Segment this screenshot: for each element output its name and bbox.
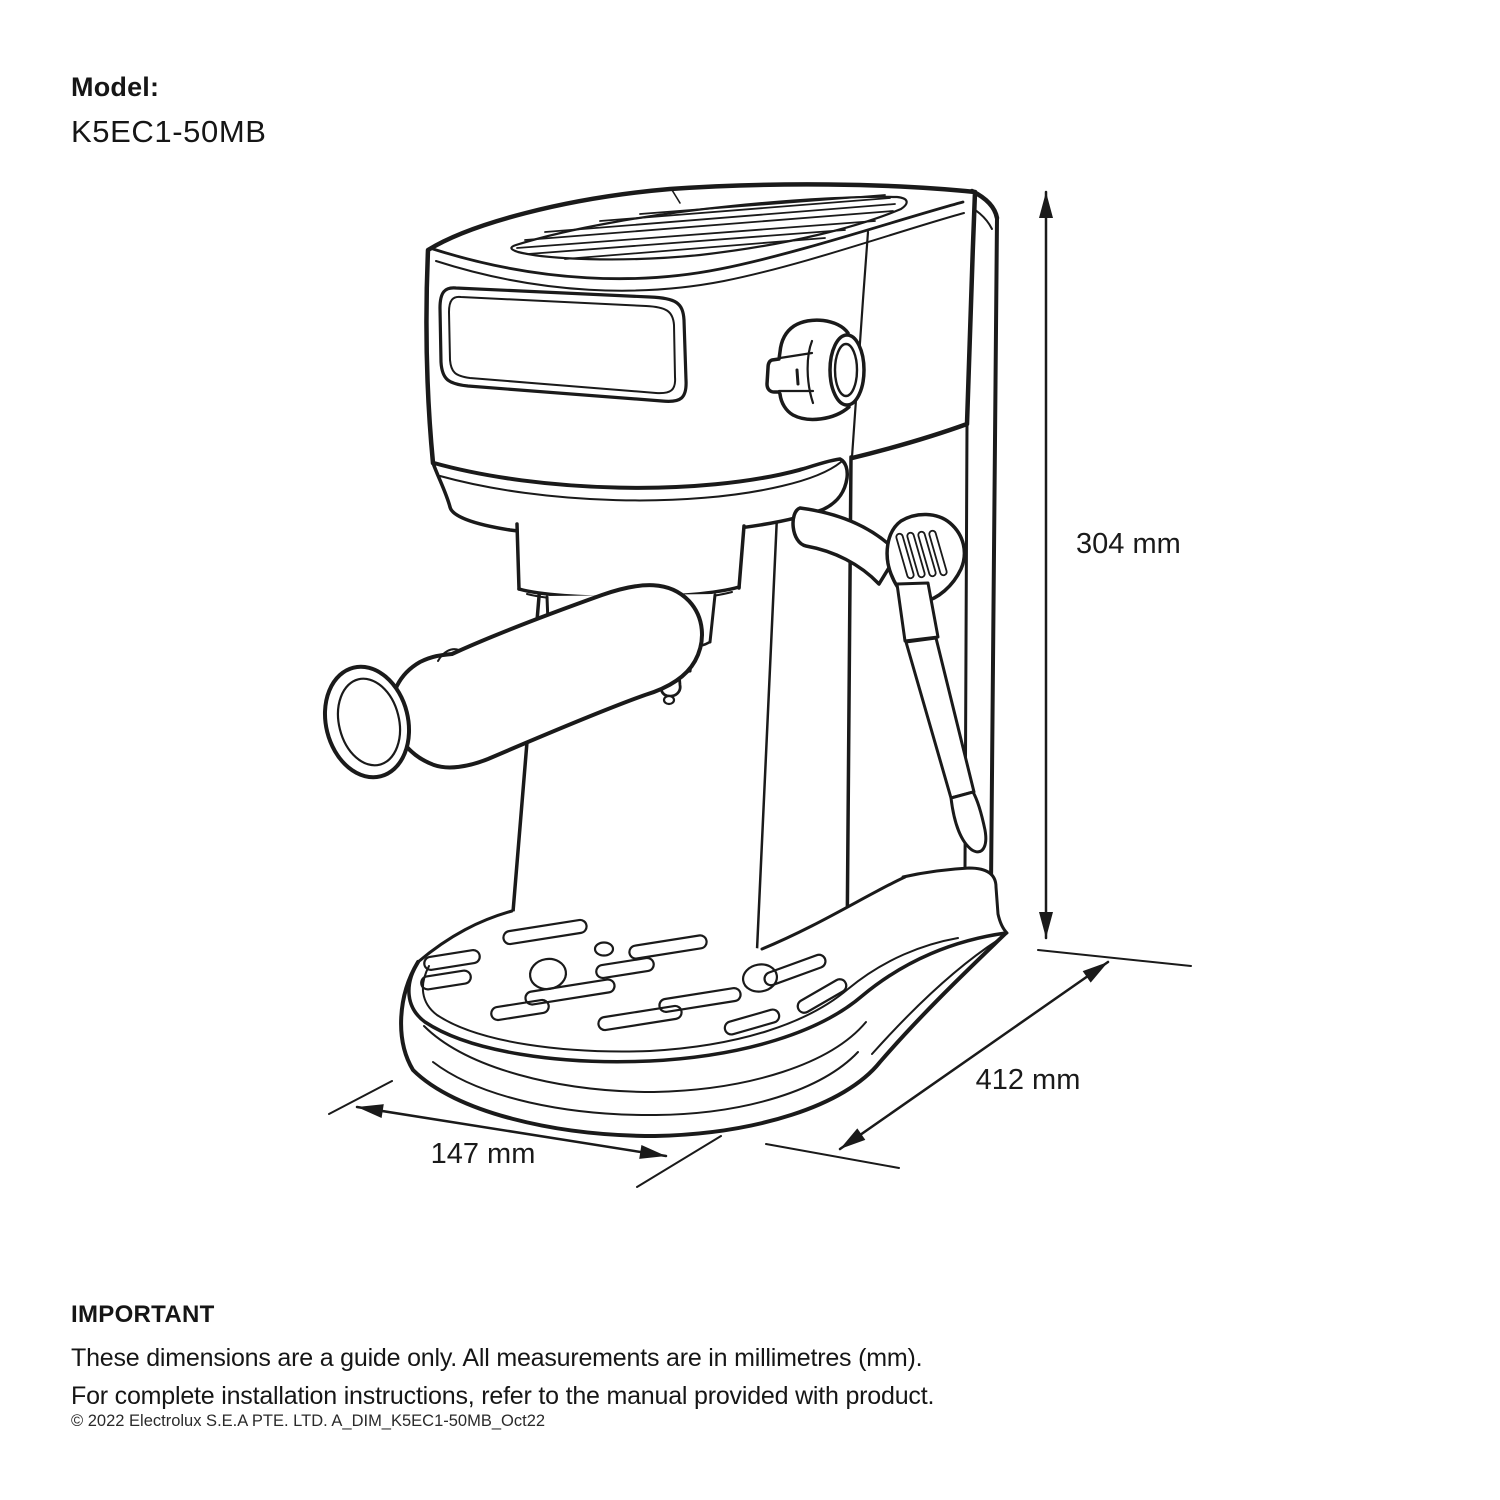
cup-warmer-grille [510,189,908,261]
spout-tip [662,694,676,706]
height-dimension-label: 304 mm [1076,528,1181,560]
extension-line [765,1143,900,1169]
model-block: Model: K5EC1-50MB [71,72,267,150]
width-dimension-arrow [355,1104,668,1159]
extension-line [1037,949,1192,967]
dimension-annotations: 304 mm 412 mm 147 mm [328,190,1192,1188]
important-notes: IMPORTANT These dimensions are a guide o… [71,1301,934,1415]
drip-tray-slots [420,918,848,1036]
depth-dimension-arrow [838,960,1110,1151]
depth-dimension-label: 412 mm [976,1064,1081,1096]
steam-wand [791,506,988,854]
portafilter-handle [322,583,704,780]
steam-knob [765,318,866,422]
important-heading: IMPORTANT [71,1301,215,1328]
steam-wand-nozzle [949,790,988,854]
display-window [438,286,688,404]
notes-line-2: For complete installation instructions, … [71,1382,935,1410]
extension-line [328,1080,393,1115]
model-number: K5EC1-50MB [71,114,267,149]
copyright-line: © 2022 Electrolux S.E.A PTE. LTD. A_DIM_… [71,1412,546,1430]
model-label: Model: [71,72,160,102]
extension-line [636,1135,722,1188]
head-collar [431,457,849,538]
notes-line-1: These dimensions are a guide only. All m… [71,1344,923,1372]
width-dimension-label: 147 mm [431,1138,536,1170]
machine-head [424,182,978,491]
